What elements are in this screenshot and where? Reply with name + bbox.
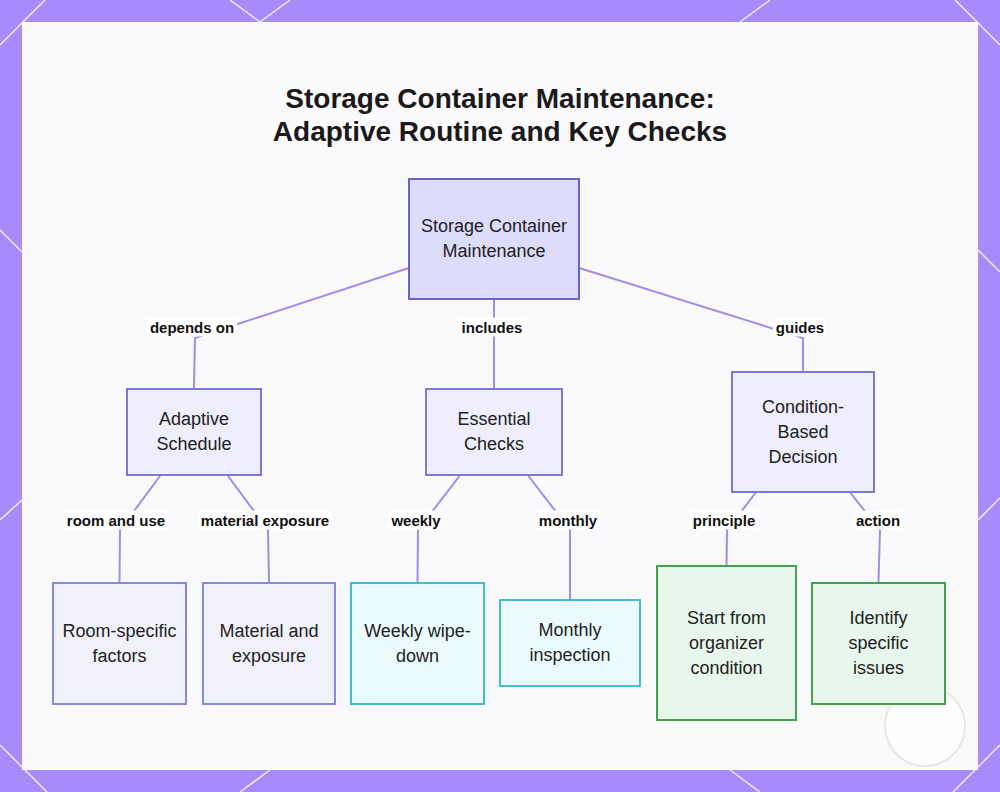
concept-box: Identify specific issues — [811, 582, 946, 705]
concept-box: Room-specific factors — [52, 582, 187, 705]
concept-box: Monthly inspection — [499, 599, 641, 687]
faded-photo — [22, 22, 978, 770]
node-text: Monthly inspection — [509, 618, 631, 668]
concept-box: Adaptive Schedule — [126, 388, 262, 476]
white-panel — [22, 22, 978, 770]
node-text: Condition-Based Decision — [741, 395, 865, 470]
concept-box: Weekly wipe-down — [350, 582, 485, 705]
node-text: Room-specific factors — [62, 619, 177, 669]
node-text: Storage Container Maintenance — [418, 214, 570, 264]
edge-label: action — [853, 511, 903, 530]
node-text: Material and exposure — [212, 619, 326, 669]
node-text: Identify specific issues — [821, 606, 936, 681]
diagram-title: Storage Container Maintenance: Adaptive … — [240, 82, 760, 148]
concept-box: Essential Checks — [425, 388, 563, 476]
node-text: Weekly wipe-down — [360, 619, 475, 669]
node-text: Adaptive Schedule — [136, 407, 252, 457]
concept-box: Start from organizer condition — [656, 565, 797, 721]
edge-label: principle — [690, 511, 759, 530]
edge-label: guides — [773, 318, 827, 337]
node-text: Start from organizer condition — [666, 606, 787, 681]
title-area: Storage Container Maintenance: Adaptive … — [0, 82, 1000, 148]
concept-box: Material and exposure — [202, 582, 336, 705]
edge-label: monthly — [536, 511, 600, 530]
connector-line — [851, 493, 880, 582]
connector-line — [580, 268, 803, 371]
edge-label: weekly — [388, 511, 443, 530]
concept-box: Condition-Based Decision — [731, 371, 875, 493]
node-text: Essential Checks — [435, 407, 553, 457]
edge-label: room and use — [64, 511, 168, 530]
edge-label: includes — [459, 318, 526, 337]
connector-line — [493, 300, 495, 388]
edge-label: material exposure — [198, 511, 332, 530]
connector-line — [529, 476, 571, 599]
concept-box: Storage Container Maintenance — [408, 178, 580, 300]
edge-label: depends on — [147, 318, 237, 337]
